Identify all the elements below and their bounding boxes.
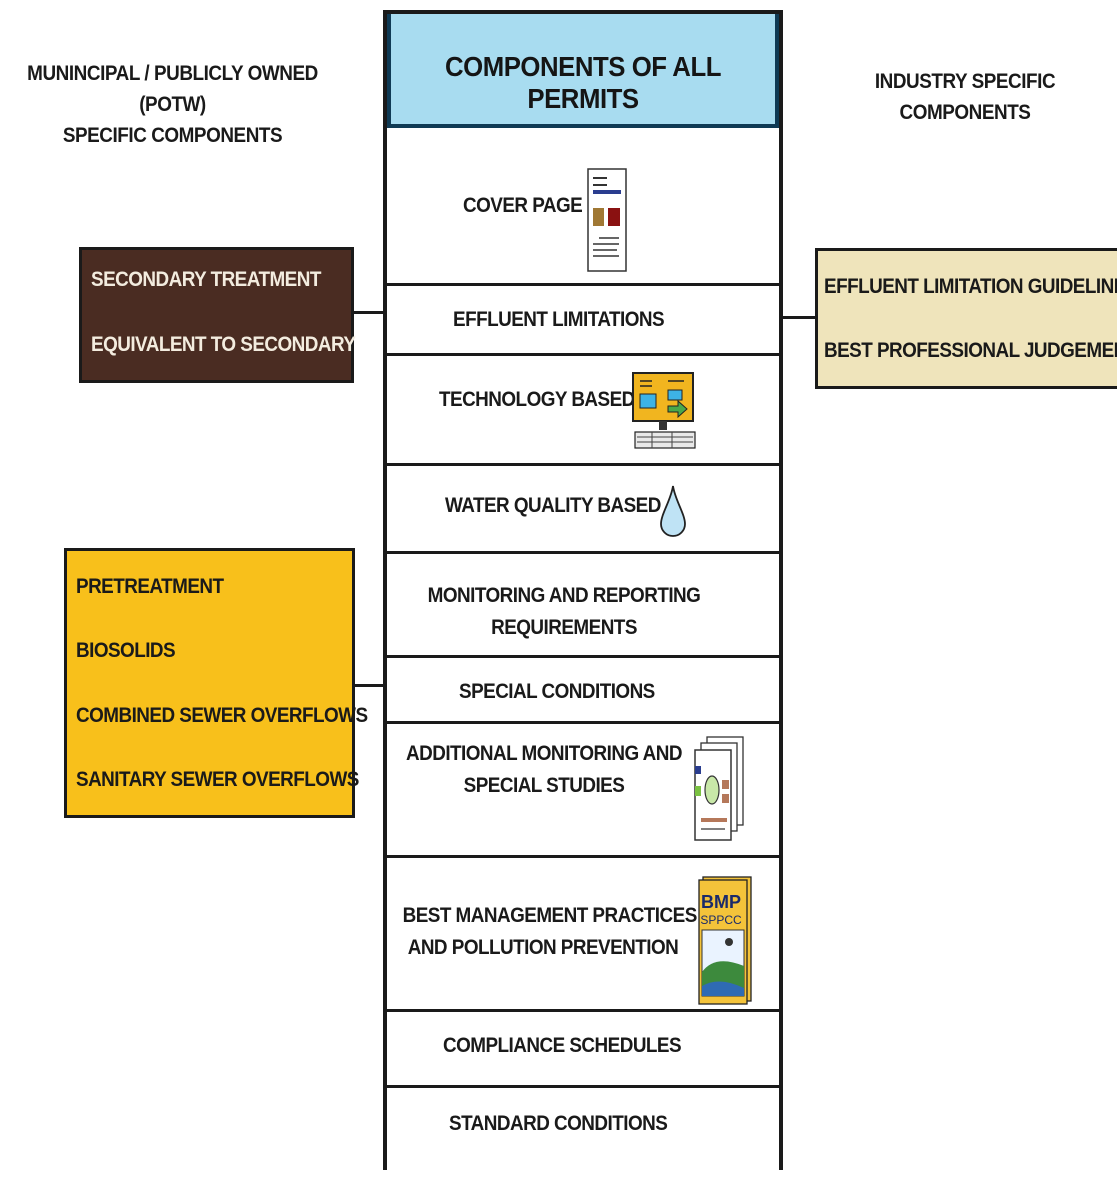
row-standard-conditions: STANDARD CONDITIONS bbox=[387, 1088, 779, 1178]
water-drop-icon bbox=[660, 485, 686, 537]
row-monitoring-reporting: MONITORING AND REPORTING REQUIREMENTS bbox=[387, 554, 779, 658]
secondary-treatment-item: SECONDARY TREATMENT bbox=[91, 268, 321, 291]
computer-icon bbox=[632, 372, 696, 449]
sppcc-icon-text: SPPCC bbox=[700, 913, 742, 927]
connector-industry-box bbox=[783, 316, 815, 319]
row-additional-monitoring: ADDITIONAL MONITORING AND SPECIAL STUDIE… bbox=[387, 724, 779, 858]
municipal-header-line-1: MUNINCIPAL / PUBLICLY OWNED (POTW) bbox=[27, 62, 318, 116]
industry-header: INDUSTRY SPECIFIC COMPONENTS bbox=[857, 66, 1073, 128]
pretreatment-item: PRETREATMENT bbox=[76, 575, 224, 598]
document-icon bbox=[587, 168, 627, 272]
municipal-programs-box: PRETREATMENT BIOSOLIDS COMBINED SEWER OV… bbox=[64, 548, 368, 818]
industry-header-line-2: COMPONENTS bbox=[899, 101, 1031, 124]
standard-conditions-label: STANDARD CONDITIONS bbox=[449, 1112, 668, 1135]
permit-components-column: COMPONENTS OF ALL PERMITS COVER PAGE EFF… bbox=[383, 10, 783, 1170]
row-technology-based: TECHNOLOGY BASED bbox=[387, 356, 779, 466]
row-water-quality-based: WATER QUALITY BASED bbox=[387, 466, 779, 554]
municipal-header-line-2: SPECIFIC COMPONENTS bbox=[62, 124, 283, 147]
monitoring-reporting-label-line-1: MONITORING AND REPORTING bbox=[427, 584, 701, 607]
bmp-label-line-2: AND POLLUTION PREVENTION bbox=[407, 936, 679, 959]
technology-based-label: TECHNOLOGY BASED bbox=[439, 388, 635, 411]
bmp-binder-icon: BMP SPPCC bbox=[698, 876, 752, 1005]
additional-monitoring-label-line-2: SPECIAL STUDIES bbox=[463, 774, 625, 797]
row-bmp: BEST MANAGEMENT PRACTICES AND POLLUTION … bbox=[387, 858, 779, 1012]
row-effluent-limitations: EFFLUENT LIMITATIONS bbox=[387, 286, 779, 356]
row-cover-page: COVER PAGE bbox=[387, 128, 779, 286]
row-compliance-schedules: COMPLIANCE SCHEDULES bbox=[387, 1012, 779, 1088]
compliance-schedules-label: COMPLIANCE SCHEDULES bbox=[443, 1034, 682, 1057]
connector-municipal-box-2 bbox=[355, 684, 384, 687]
row-special-conditions: SPECIAL CONDITIONS bbox=[387, 658, 779, 724]
industry-header-line-1: INDUSTRY SPECIFIC bbox=[874, 70, 1056, 93]
bmp-icon-text: BMP bbox=[701, 892, 741, 912]
sanitary-sewer-overflows-item: SANITARY SEWER OVERFLOWS bbox=[76, 768, 359, 791]
municipal-header: MUNINCIPAL / PUBLICLY OWNED (POTW) SPECI… bbox=[17, 58, 328, 151]
effluent-limitation-guidelines-item: EFFLUENT LIMITATION GUIDELINES bbox=[824, 275, 1117, 298]
combined-sewer-overflows-item: COMBINED SEWER OVERFLOWS bbox=[76, 704, 368, 727]
special-conditions-label: SPECIAL CONDITIONS bbox=[459, 680, 655, 703]
municipal-treatment-box: SECONDARY TREATMENT EQUIVALENT TO SECOND… bbox=[79, 247, 356, 383]
connector-municipal-box-1 bbox=[354, 311, 384, 314]
components-title-cell: COMPONENTS OF ALL PERMITS bbox=[387, 14, 779, 128]
biosolids-item: BIOSOLIDS bbox=[76, 639, 176, 662]
effluent-limitations-label: EFFLUENT LIMITATIONS bbox=[453, 308, 665, 331]
components-title: COMPONENTS OF ALL PERMITS bbox=[444, 51, 721, 114]
equivalent-to-secondary-item: EQUIVALENT TO SECONDARY bbox=[91, 333, 356, 356]
bmp-label-line-1: BEST MANAGEMENT PRACTICES bbox=[402, 904, 698, 927]
industry-components-box: EFFLUENT LIMITATION GUIDELINES BEST PROF… bbox=[815, 248, 1117, 389]
monitoring-reporting-label-line-2: REQUIREMENTS bbox=[491, 616, 637, 639]
additional-monitoring-label-line-1: ADDITIONAL MONITORING AND bbox=[406, 742, 682, 765]
reports-stack-icon bbox=[694, 736, 744, 841]
best-professional-judgement-item: BEST PROFESSIONAL JUDGEMENT bbox=[824, 339, 1117, 362]
cover-page-label: COVER PAGE bbox=[463, 194, 583, 217]
water-quality-based-label: WATER QUALITY BASED bbox=[445, 494, 661, 517]
